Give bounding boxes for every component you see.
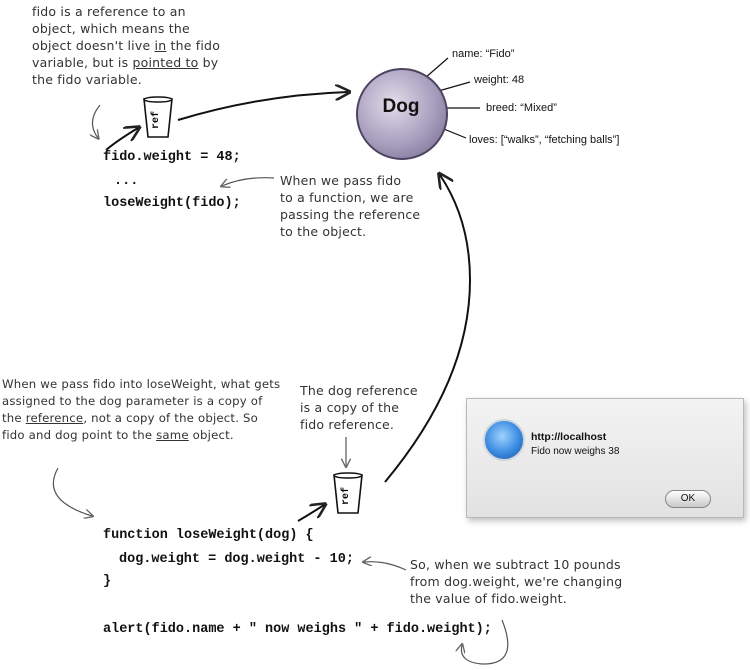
note-text: object. [188, 428, 234, 442]
note-text: by [198, 55, 219, 70]
note-subtract: So, when we subtract 10 pounds from dog.… [410, 556, 630, 607]
note-underline: same [156, 428, 189, 442]
safari-compass-icon [483, 419, 525, 461]
ref-cup-icon: ref [333, 472, 363, 514]
note-text: , not a copy of the object. So [83, 411, 258, 425]
code-line: fido.weight = 48; [103, 150, 241, 165]
note-line: to a function, we are [280, 190, 414, 205]
note-line: When we pass fido [280, 173, 402, 188]
note-text: the fido [166, 38, 221, 53]
code-line: } [103, 574, 112, 589]
note-text: object doesn't live [32, 38, 155, 53]
code-line: ... [114, 174, 139, 189]
note-text: fido and dog point to the [2, 428, 157, 442]
note-line: So, when we subtract 10 pounds [410, 557, 621, 572]
code-line: dog.weight = dog.weight - 10; [119, 552, 354, 567]
note-line: passing the reference [280, 207, 421, 222]
pass-fido-arrow [222, 177, 275, 186]
prop-weight: weight: 48 [474, 74, 525, 86]
note-line: is a copy of the [300, 400, 400, 415]
alert-dialog: http://localhost Fido now weighs 38 OK [466, 398, 744, 518]
code-line: function loseWeight(dog) { [103, 528, 314, 543]
note-line: The dog reference [300, 383, 418, 398]
ref-to-dog-arrow [177, 92, 348, 121]
ref-cup-icon: ref [143, 96, 173, 138]
prop-name: name: “Fido” [452, 48, 515, 60]
bottom-curl-arrow [461, 619, 509, 665]
note-line: variable, but is pointed to by [32, 54, 242, 71]
dog-object [356, 68, 448, 160]
prop-loves: loves: [“walks”, “fetching balls”] [469, 134, 620, 146]
dog-ref-to-object-arrow [384, 175, 472, 483]
note-line: object, which means the [32, 21, 190, 36]
note-fido-reference: fido is a reference to an object, which … [32, 3, 242, 88]
note-underline: pointed to [132, 55, 199, 70]
note-line: the fido variable. [32, 72, 142, 87]
note-line: the value of fido.weight. [410, 591, 567, 606]
param-to-ref-arrow [297, 505, 324, 522]
note-line: assigned to the dog parameter is a copy … [2, 394, 263, 408]
note-line: the reference, not a copy of the object.… [2, 410, 302, 427]
subtract-note-arrow [364, 562, 407, 571]
code-line: alert(fido.name + " now weighs " + fido.… [103, 622, 492, 637]
prop-line-name [424, 57, 449, 79]
dialog-message: Fido now weighs 38 [531, 446, 620, 457]
note-underline: reference [25, 411, 84, 425]
code-line: loseWeight(fido); [103, 196, 241, 211]
note-line: fido is a reference to an [32, 4, 186, 19]
note-line: fido reference. [300, 417, 395, 432]
cup-label: ref [340, 487, 352, 505]
cup-label: ref [150, 111, 162, 129]
note-dog-reference: The dog reference is a copy of the fido … [300, 382, 440, 433]
note-line: fido and dog point to the same object. [2, 427, 302, 444]
note-underline: in [154, 38, 167, 53]
note-line: When we pass fido into loseWeight, what … [2, 377, 281, 391]
note-line: to the object. [280, 224, 367, 239]
note-loseweight: When we pass fido into loseWeight, what … [2, 376, 302, 444]
ok-button[interactable]: OK [665, 490, 711, 508]
note-text: the [2, 411, 26, 425]
loseweight-note-arrow [52, 467, 92, 516]
note-line: from dog.weight, we're changing [410, 574, 623, 589]
top-note-arrow [92, 104, 101, 138]
dialog-title: http://localhost [531, 431, 607, 443]
code-to-ref-arrow [105, 128, 138, 151]
note-line: object doesn't live in the fido [32, 37, 242, 54]
prop-breed: breed: “Mixed” [486, 102, 557, 114]
note-text: variable, but is [32, 55, 133, 70]
note-pass-reference: When we pass fido to a function, we are … [280, 172, 430, 240]
dog-object-label: Dog [382, 96, 420, 117]
